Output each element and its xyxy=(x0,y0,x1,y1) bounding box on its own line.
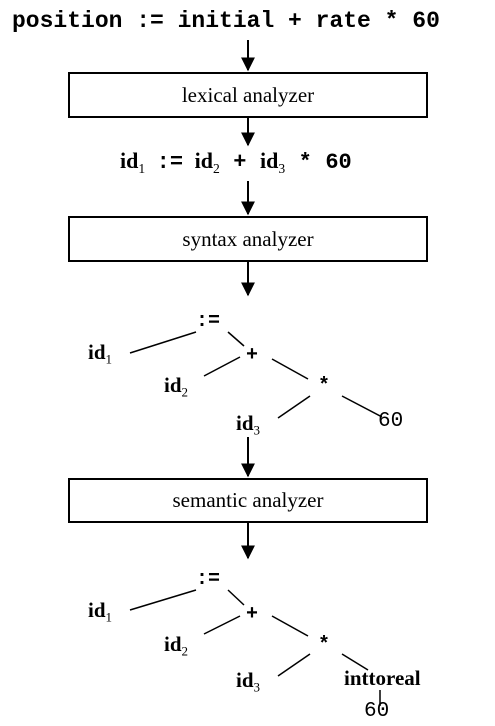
node-id1: id1 xyxy=(88,340,113,367)
edge-assign-id1 xyxy=(129,589,197,611)
node-num: 60 xyxy=(364,700,390,723)
node-id2: id2 xyxy=(164,373,189,400)
token-id2: id2 xyxy=(194,148,220,176)
syntax-analyzer-box: syntax analyzer xyxy=(68,216,428,262)
node-num: 60 xyxy=(378,410,404,433)
edge-plus-id2 xyxy=(203,615,241,635)
node-times: * xyxy=(318,634,331,657)
lexical-analyzer-box: lexical analyzer xyxy=(68,72,428,118)
edge-plus-times xyxy=(271,615,309,637)
edge-times-60 xyxy=(341,395,383,418)
token-id3: id3 xyxy=(259,148,286,176)
node-assign: := xyxy=(196,568,221,591)
edge-plus-times xyxy=(271,358,309,380)
syntax-tree-edges xyxy=(129,331,383,419)
node-plus: + xyxy=(246,603,259,626)
edge-times-id3 xyxy=(277,653,311,677)
node-id1: id1 xyxy=(88,598,113,625)
semantic-analyzer-box: semantic analyzer xyxy=(68,478,428,523)
edge-times-inttoreal xyxy=(341,653,369,671)
token-assign: := xyxy=(156,150,184,175)
edge-assign-plus xyxy=(227,331,245,347)
edge-assign-id1 xyxy=(129,331,197,354)
node-id2: id2 xyxy=(164,632,189,659)
node-inttoreal: inttoreal xyxy=(344,666,421,690)
node-assign: := xyxy=(196,310,221,333)
edge-assign-plus xyxy=(227,589,245,606)
token-num: 60 xyxy=(325,150,352,175)
source-statement: position := initial + rate * 60 xyxy=(12,8,440,34)
edge-times-id3 xyxy=(277,395,311,419)
token-stream: id1 := id2 + id3 * 60 xyxy=(120,148,352,177)
node-times: * xyxy=(318,375,331,398)
semantic-tree-edges xyxy=(129,589,381,706)
node-id3: id3 xyxy=(236,411,261,438)
token-id1: id1 xyxy=(120,148,146,176)
node-id3: id3 xyxy=(236,668,261,695)
node-plus: + xyxy=(246,344,259,367)
edge-plus-id2 xyxy=(203,356,241,377)
token-times: * xyxy=(298,150,312,175)
token-plus: + xyxy=(233,150,247,175)
